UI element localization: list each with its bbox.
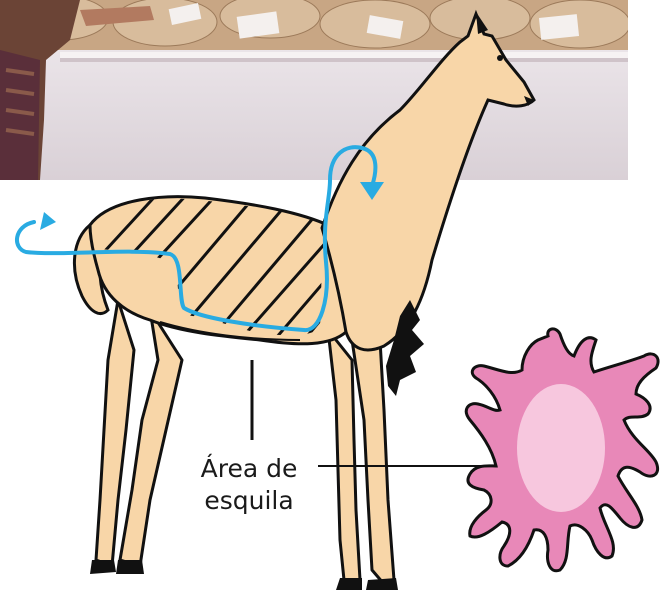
llama-body (90, 197, 346, 344)
fleece-pelt-icon (466, 329, 658, 571)
llama-neck-head (322, 14, 534, 350)
arrow-head-left (40, 212, 56, 230)
shearing-area-label-line2: esquila (174, 486, 324, 516)
llama-legs (96, 300, 394, 584)
shearing-area-label-line1: Área de (174, 454, 324, 484)
